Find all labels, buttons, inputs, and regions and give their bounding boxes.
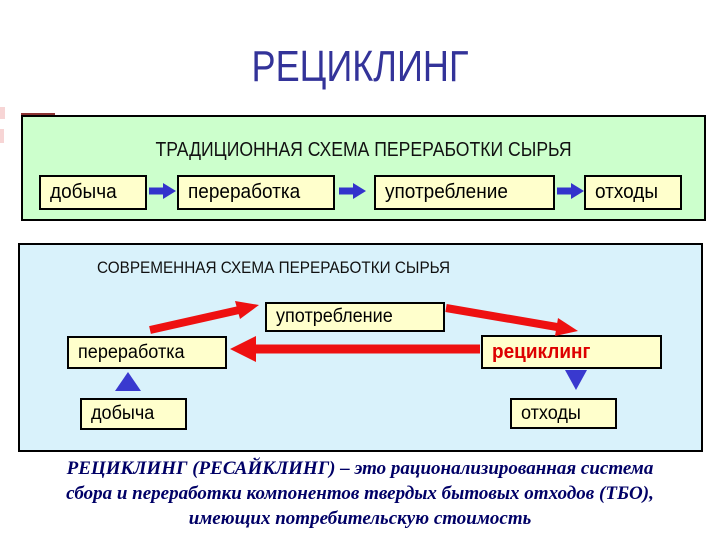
node-label: переработка (188, 181, 301, 203)
node-label: рециклинг (492, 340, 591, 363)
modern-scheme-heading: СОВРЕМЕННАЯ СХЕМА ПЕРЕРАБОТКИ СЫРЬЯ (97, 258, 451, 277)
node-processing: переработка (67, 336, 227, 369)
node-label: употребление (385, 181, 508, 203)
right-arrow-icon (149, 183, 176, 199)
modern-scheme-panel: СОВРЕМЕННАЯ СХЕМА ПЕРЕРАБОТКИ СЫРЬЯ упот… (18, 243, 703, 452)
right-arrow-icon (557, 183, 584, 199)
node-waste: отходы (510, 398, 617, 429)
node-label: употребление (276, 306, 393, 327)
node-label: переработка (78, 341, 185, 363)
node-label: добыча (50, 181, 117, 203)
caption-line: РЕЦИКЛИНГ (РЕСАЙКЛИНГ) – это рационализи… (66, 458, 654, 479)
node-extraction: добыча (80, 398, 187, 430)
definition-caption: РЕЦИКЛИНГ (РЕСАЙКЛИНГ) – это рационализи… (0, 456, 720, 531)
node-recycling: рециклинг (481, 335, 662, 369)
traditional-scheme-panel: ТРАДИЦИОННАЯ СХЕМА ПЕРЕРАБОТКИ СЫРЬЯ доб… (21, 115, 706, 221)
traditional-scheme-heading: ТРАДИЦИОННАЯ СХЕМА ПЕРЕРАБОТКИ СЫРЬЯ (155, 139, 572, 161)
node-consumption: употребление (265, 302, 445, 332)
node-consumption: употребление (374, 175, 555, 210)
left-edge-smudge (0, 129, 4, 143)
node-extraction: добыча (39, 175, 147, 210)
caption-line: имеющих потребительскую стоимость (188, 508, 532, 529)
slide-title: РЕЦИКЛИНГ (251, 42, 469, 91)
caption-line: сбора и переработки компонентов твердых … (66, 483, 654, 504)
node-waste: отходы (584, 175, 682, 210)
node-label: отходы (521, 402, 581, 424)
node-label: отходы (595, 181, 659, 203)
right-arrow-icon (339, 183, 366, 199)
node-processing: переработка (177, 175, 335, 210)
left-edge-smudge (0, 107, 5, 119)
node-label: добыча (91, 403, 155, 424)
